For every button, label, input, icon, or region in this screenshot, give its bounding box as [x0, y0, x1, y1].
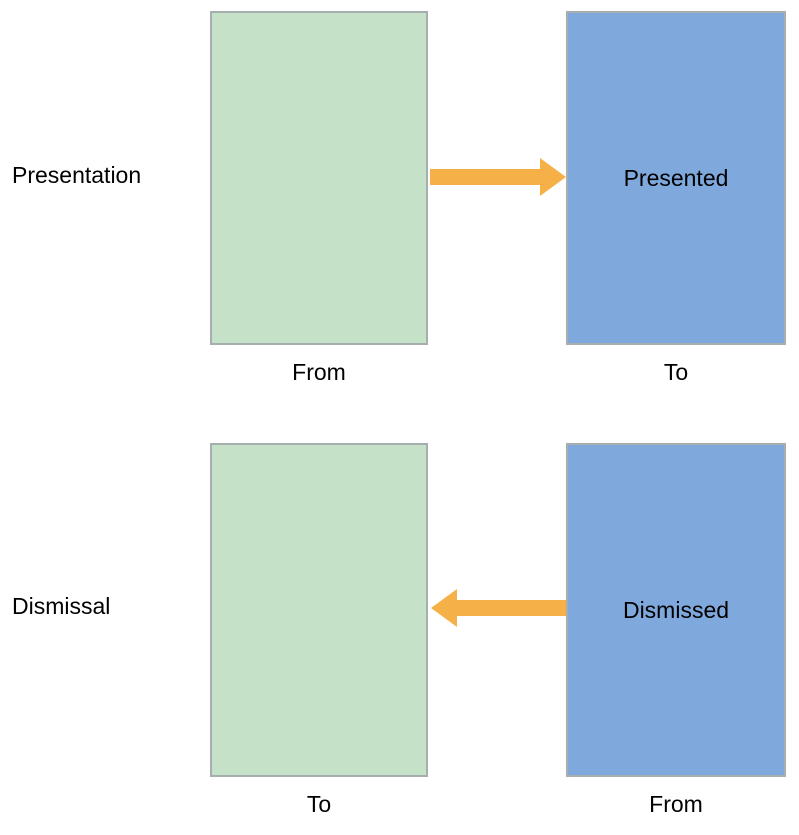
presentation-to-box[interactable]: Presented [566, 11, 786, 345]
row-label-dismissal: Dismissal [12, 593, 111, 619]
dismissal-from-box-label: Dismissed [622, 596, 730, 623]
presentation-transition-arrow-right [430, 158, 566, 196]
arrow-right-icon [430, 158, 566, 196]
dismissal-transition-arrow-left [431, 589, 567, 627]
dismissal-to-box[interactable] [210, 443, 428, 777]
presentation-from-box[interactable] [210, 11, 428, 345]
presentation-from-caption: From [292, 359, 346, 385]
dismissal-from-box[interactable]: Dismissed [566, 443, 786, 777]
presentation-to-caption: To [663, 359, 689, 385]
arrow-left-icon [431, 589, 567, 627]
dismissal-from-caption: From [649, 791, 703, 817]
presentation-to-box-label: Presented [623, 164, 729, 191]
row-label-presentation: Presentation [12, 162, 142, 188]
dismissal-to-caption: To [306, 791, 332, 817]
